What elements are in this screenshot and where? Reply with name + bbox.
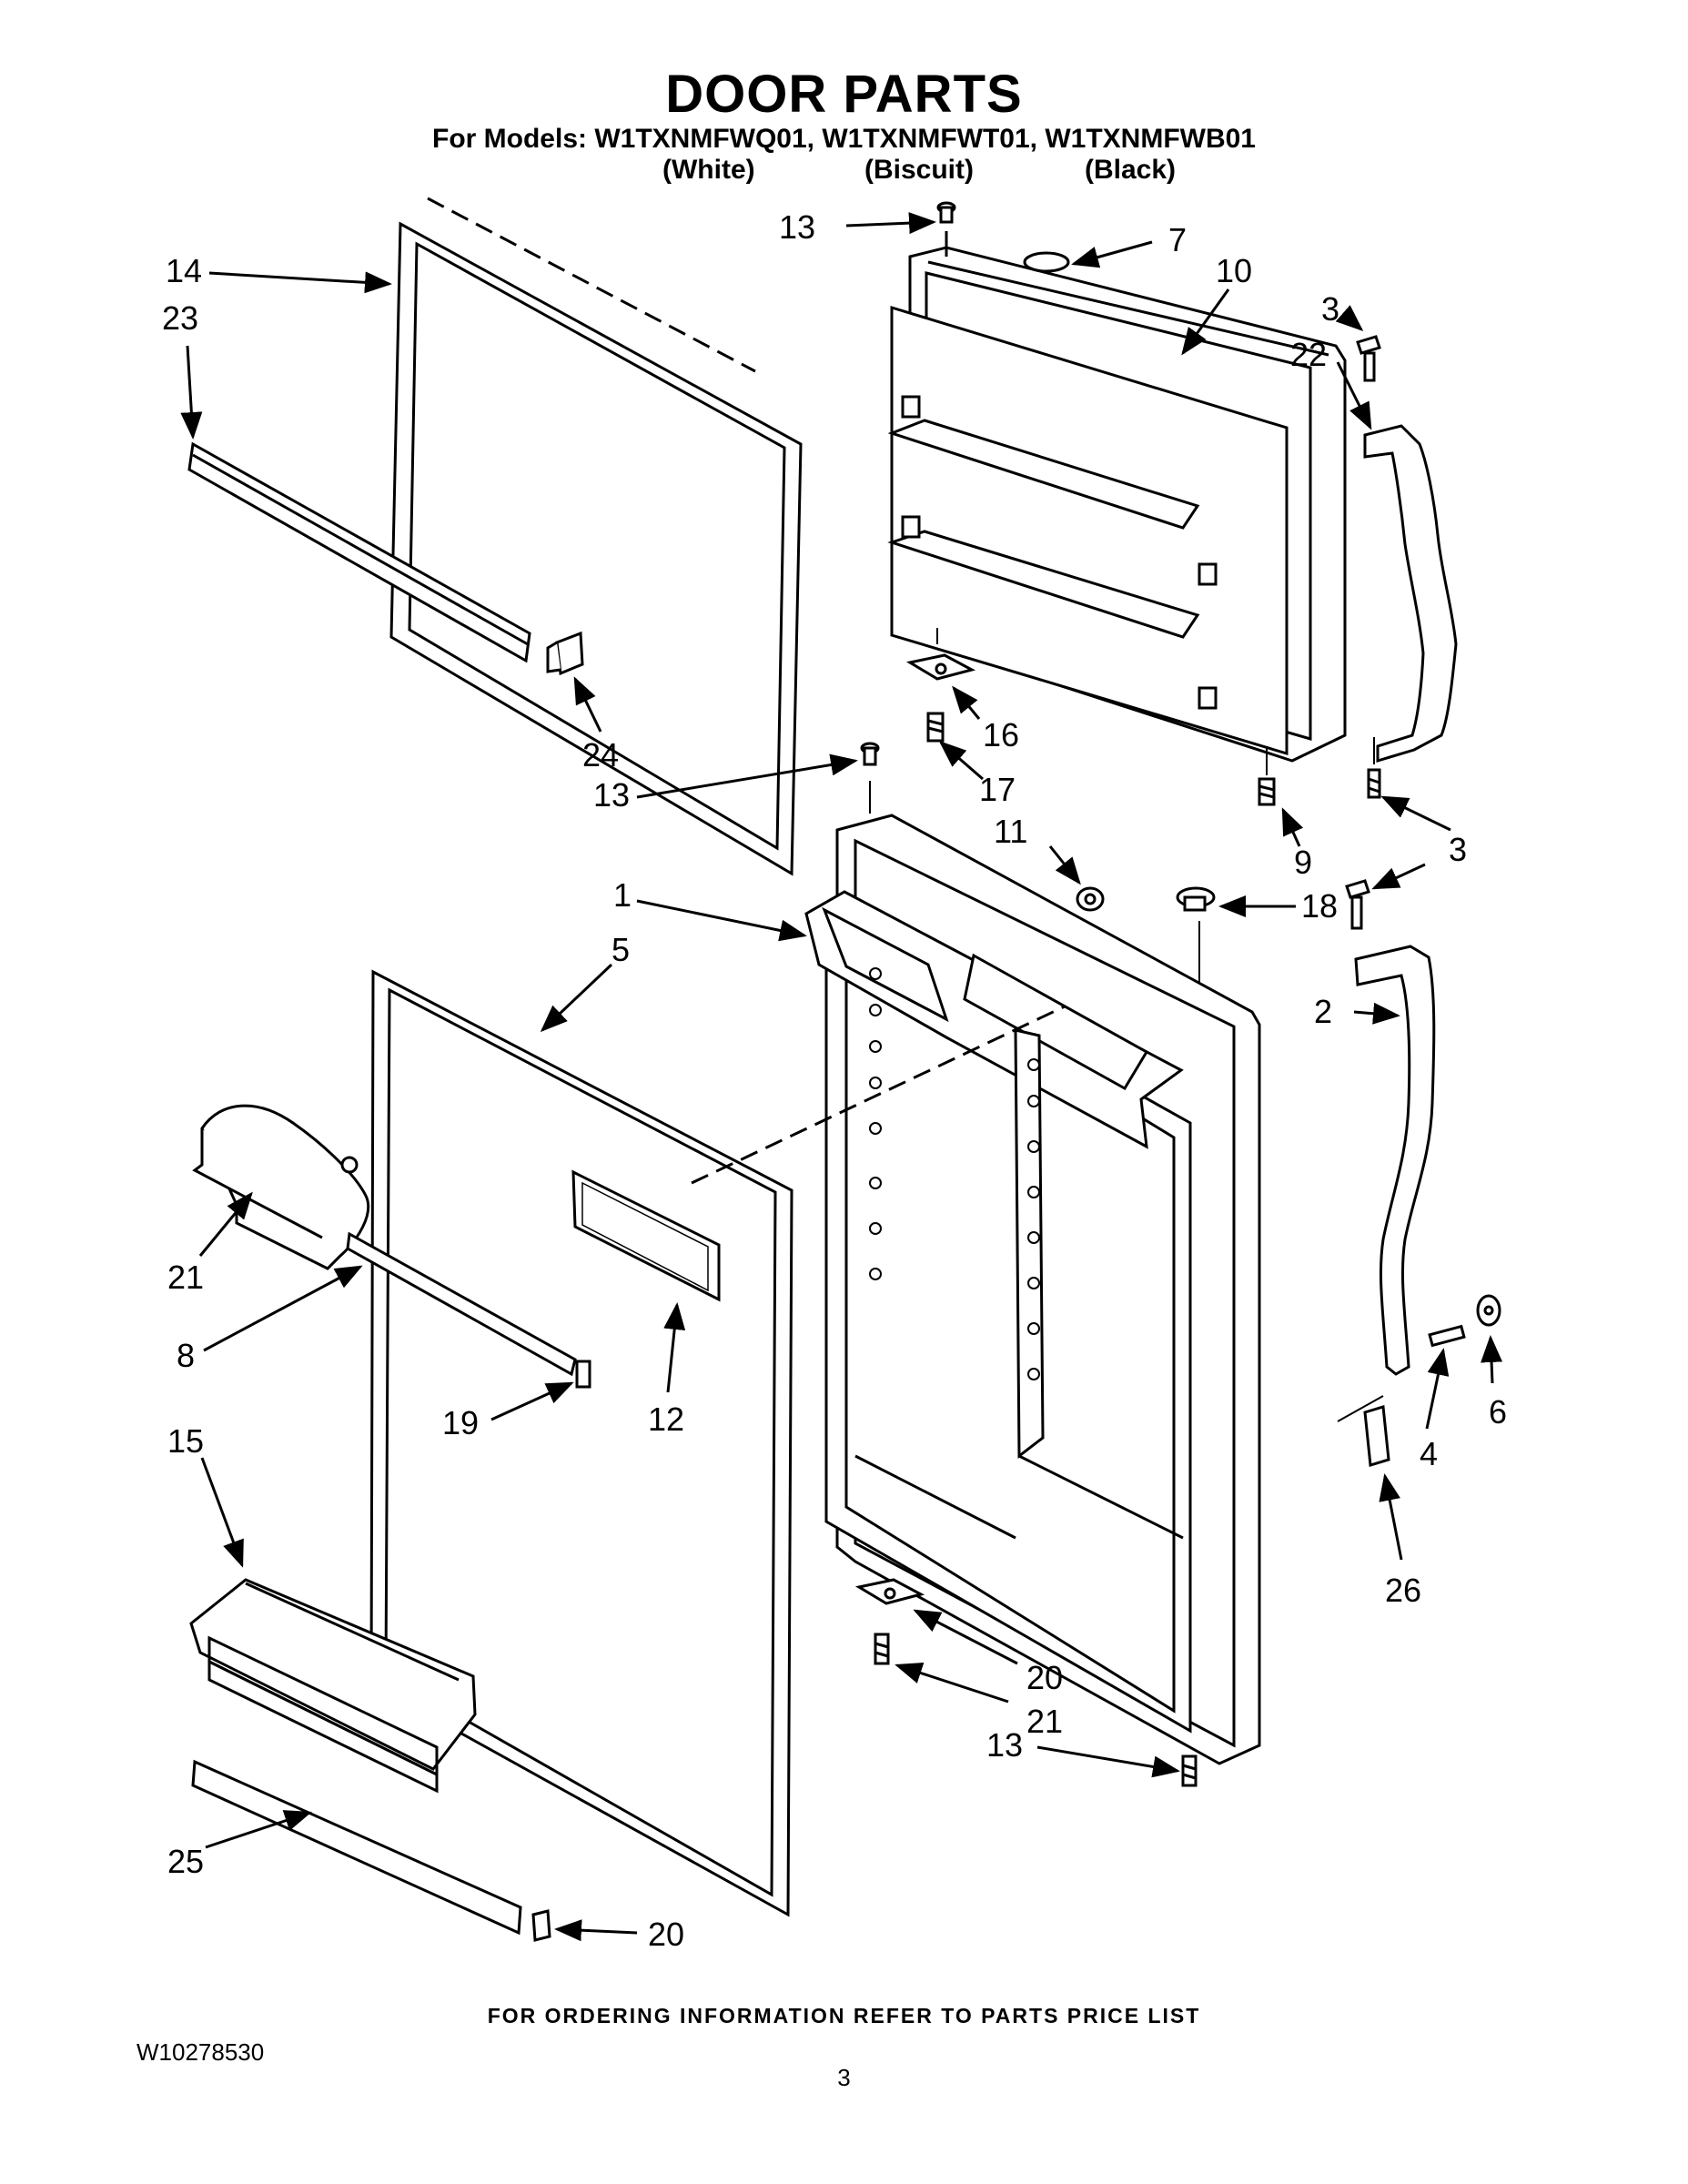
callout-11: 11 [994, 813, 1027, 850]
screw-13-bottom [1181, 1754, 1198, 1787]
screw-9 [1258, 777, 1276, 806]
dairy-cover-12 [571, 1169, 721, 1302]
variant-biscuit: (Biscuit) [864, 155, 974, 185]
callout-13-bottom: 13 [986, 1726, 1023, 1764]
handle-insert-26 [1363, 1405, 1390, 1467]
callout-1: 1 [613, 876, 632, 914]
callout-7: 7 [1168, 221, 1187, 258]
freezer-handle [1363, 424, 1458, 763]
leader-arrows [180, 212, 1503, 1942]
page-number: 3 [837, 2064, 851, 2091]
refrigerator-handle [1354, 945, 1436, 1376]
callout-4: 4 [1420, 1435, 1438, 1472]
clip-19 [575, 1360, 591, 1389]
document-number: W10278530 [136, 2038, 265, 2066]
callout-13-middle: 13 [593, 776, 630, 814]
models-line: For Models: W1TXNMFWQ01, W1TXNMFWT01, W1… [432, 124, 1256, 154]
callout-16: 16 [983, 716, 1019, 753]
plug-13-middle [860, 742, 880, 766]
callout-15: 15 [167, 1422, 204, 1460]
freezer-door [887, 246, 1347, 763]
plug-11 [1076, 886, 1105, 912]
cap-6 [1476, 1294, 1501, 1327]
callout-19: 19 [442, 1404, 479, 1441]
callout-21-shelf: 21 [167, 1259, 204, 1296]
breaker-clip-24 [546, 631, 584, 676]
callout-17: 17 [979, 771, 1016, 808]
refrigerator-door-gasket [369, 969, 1066, 1917]
cap-7 [1023, 251, 1070, 273]
callout-5: 5 [612, 931, 630, 968]
callout-24: 24 [582, 736, 619, 774]
callout-18: 18 [1301, 887, 1338, 925]
callout-20-clip: 20 [648, 1916, 684, 1953]
callout-3-middle: 3 [1449, 831, 1467, 868]
callout-3-top: 3 [1321, 290, 1339, 328]
variant-white: (White) [662, 155, 755, 185]
screw-4 [1428, 1324, 1466, 1348]
callout-26: 26 [1385, 1572, 1421, 1609]
callout-12: 12 [648, 1400, 684, 1438]
callout-25: 25 [167, 1843, 204, 1880]
callout-8: 8 [177, 1337, 195, 1374]
callout-labels: 13 7 10 14 23 3 22 24 16 17 13 11 9 3 1 … [162, 208, 1507, 1953]
callout-23: 23 [162, 299, 198, 337]
callout-22: 22 [1290, 336, 1327, 373]
canister-shelf-21 [192, 1104, 370, 1270]
variant-black: (Black) [1085, 155, 1177, 185]
cap-18 [1176, 886, 1216, 912]
bottom-hinge-20 [854, 1578, 925, 1605]
freezer-hinge-16 [905, 653, 976, 681]
page-title: DOOR PARTS [665, 65, 1023, 124]
breaker-strip-8 [346, 1231, 577, 1377]
screw-3-middle [1367, 768, 1381, 799]
freezer-breaker-strip [187, 441, 531, 663]
screw-21-bottom [874, 1633, 890, 1665]
breaker-strip-25 [191, 1759, 522, 1936]
ordering-note: FOR ORDERING INFORMATION REFER TO PARTS … [487, 2004, 1201, 2027]
door-holes [869, 967, 1040, 1380]
freezer-door-gasket [389, 197, 803, 876]
refrigerator-door [804, 814, 1261, 1765]
callout-14: 14 [166, 252, 202, 289]
callout-20-hinge: 20 [1026, 1659, 1063, 1696]
door-bin-15 [189, 1578, 477, 1794]
callout-13-top: 13 [779, 208, 815, 246]
screw-3-lower [1345, 879, 1370, 930]
screw-17 [926, 712, 945, 743]
screw-3-top [1356, 335, 1381, 382]
callout-9: 9 [1294, 844, 1312, 881]
plug-13-top [936, 201, 956, 224]
clip-20 [531, 1909, 551, 1942]
callout-10: 10 [1216, 252, 1252, 289]
callout-21-screw: 21 [1026, 1703, 1063, 1740]
callout-6: 6 [1489, 1393, 1507, 1431]
callout-2: 2 [1314, 993, 1332, 1030]
